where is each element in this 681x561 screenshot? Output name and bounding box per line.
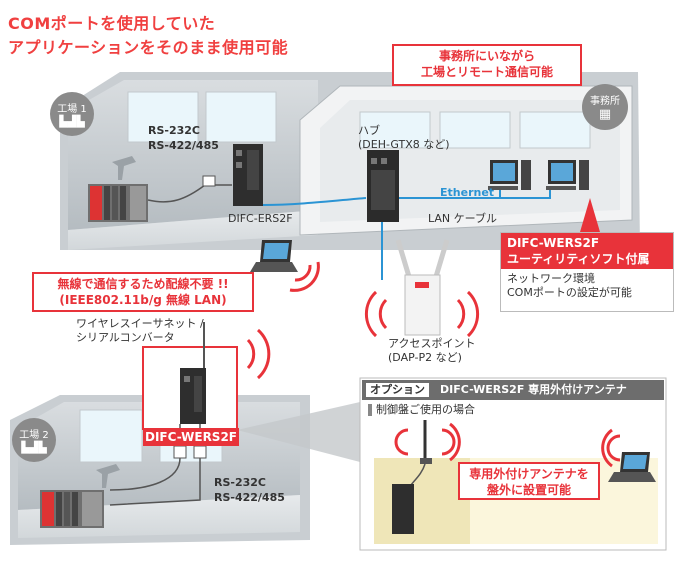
utility-header2: ユーティリティソフト付属 bbox=[507, 252, 650, 267]
bullet-marker bbox=[368, 404, 372, 416]
option-subtitle: 制御盤ご使用の場合 bbox=[376, 403, 475, 416]
plc-unit-1 bbox=[88, 184, 148, 222]
office-badge: 事務所 ▦ bbox=[582, 84, 628, 130]
hub-label-line1: ハブ bbox=[358, 124, 380, 137]
laptop-2 bbox=[608, 452, 656, 482]
wireless-callout-line2: (IEEE802.11b/g 無線 LAN) bbox=[59, 293, 227, 308]
office-pc-2 bbox=[546, 160, 589, 190]
barcode-scanner-1 bbox=[112, 156, 136, 180]
factory1-badge: 工場 1 ▙▟▙ bbox=[50, 92, 94, 136]
option-callout-line1: 専用外付けアンテナを bbox=[469, 467, 589, 481]
factory1-rs232: RS-232C bbox=[148, 124, 200, 137]
factory2-badge: 工場 2 ▙▟▙ bbox=[12, 418, 56, 462]
page-title-line2: アプリケーションをそのまま使用可能 bbox=[8, 38, 289, 57]
office-badge-label: 事務所 bbox=[590, 96, 620, 107]
utility-box: DIFC-WERS2F ユーティリティソフト付属 ネットワーク環境 COMポート… bbox=[500, 232, 674, 312]
utility-body2: COMポートの設定が可能 bbox=[507, 286, 632, 300]
access-point-device bbox=[395, 239, 450, 336]
factory2-badge-label: 工場 2 bbox=[19, 430, 49, 441]
office-callout-line1: 事務所にいながら bbox=[438, 49, 535, 63]
factory-icon-2: ▙▟▙ bbox=[21, 441, 47, 454]
wireless-callout-line1: 無線で通信するため配線不要 !! bbox=[57, 277, 229, 291]
factory2-rs232: RS-232C bbox=[214, 476, 266, 489]
office-callout: 事務所にいながら 工場とリモート通信可能 bbox=[392, 44, 582, 86]
option-tag: オプション bbox=[366, 383, 429, 397]
access-point-line2: (DAP-P2 など) bbox=[388, 351, 462, 364]
factory1-device-label: DIFC-ERS2F bbox=[228, 212, 293, 225]
factory2-rs422: RS-422/485 bbox=[214, 491, 285, 504]
factory1-badge-label: 工場 1 bbox=[57, 104, 87, 115]
converter-device-label: DIFC-WERS2F bbox=[143, 428, 239, 446]
converter-label-line1: ワイヤレスイーサネット / bbox=[76, 317, 204, 330]
office-pc-1 bbox=[488, 160, 531, 190]
difc-wers2f-device bbox=[180, 368, 206, 424]
lan-cable-label: LAN ケーブル bbox=[428, 212, 497, 225]
factory1-rs422: RS-422/485 bbox=[148, 139, 219, 152]
option-title: DIFC-WERS2F 専用外付けアンテナ bbox=[440, 383, 627, 396]
option-callout: 専用外付けアンテナを 盤外に設置可能 bbox=[458, 462, 600, 500]
access-point-line1: アクセスポイント bbox=[388, 337, 476, 350]
wireless-callout: 無線で通信するため配線不要 !! (IEEE802.11b/g 無線 LAN) bbox=[32, 272, 254, 312]
page-title-line1: COMポートを使用していた bbox=[8, 14, 216, 33]
utility-header1: DIFC-WERS2F bbox=[507, 236, 600, 250]
utility-body1: ネットワーク環境 bbox=[507, 272, 595, 286]
factory-icon: ▙▟▙ bbox=[59, 115, 85, 128]
hub-label-line2: (DEH-GTX8 など) bbox=[358, 138, 450, 151]
option-callout-line2: 盤外に設置可能 bbox=[486, 483, 571, 498]
building-icon: ▦ bbox=[598, 107, 612, 122]
building-upper bbox=[60, 72, 640, 250]
laptop-1 bbox=[250, 240, 298, 272]
plc-unit-2 bbox=[40, 490, 104, 528]
ethernet-label: Ethernet bbox=[440, 186, 495, 199]
office-callout-line2: 工場とリモート通信可能 bbox=[420, 65, 553, 80]
barcode-scanner-2 bbox=[96, 464, 120, 488]
converter-label-line2: シリアルコンバータ bbox=[76, 331, 175, 344]
